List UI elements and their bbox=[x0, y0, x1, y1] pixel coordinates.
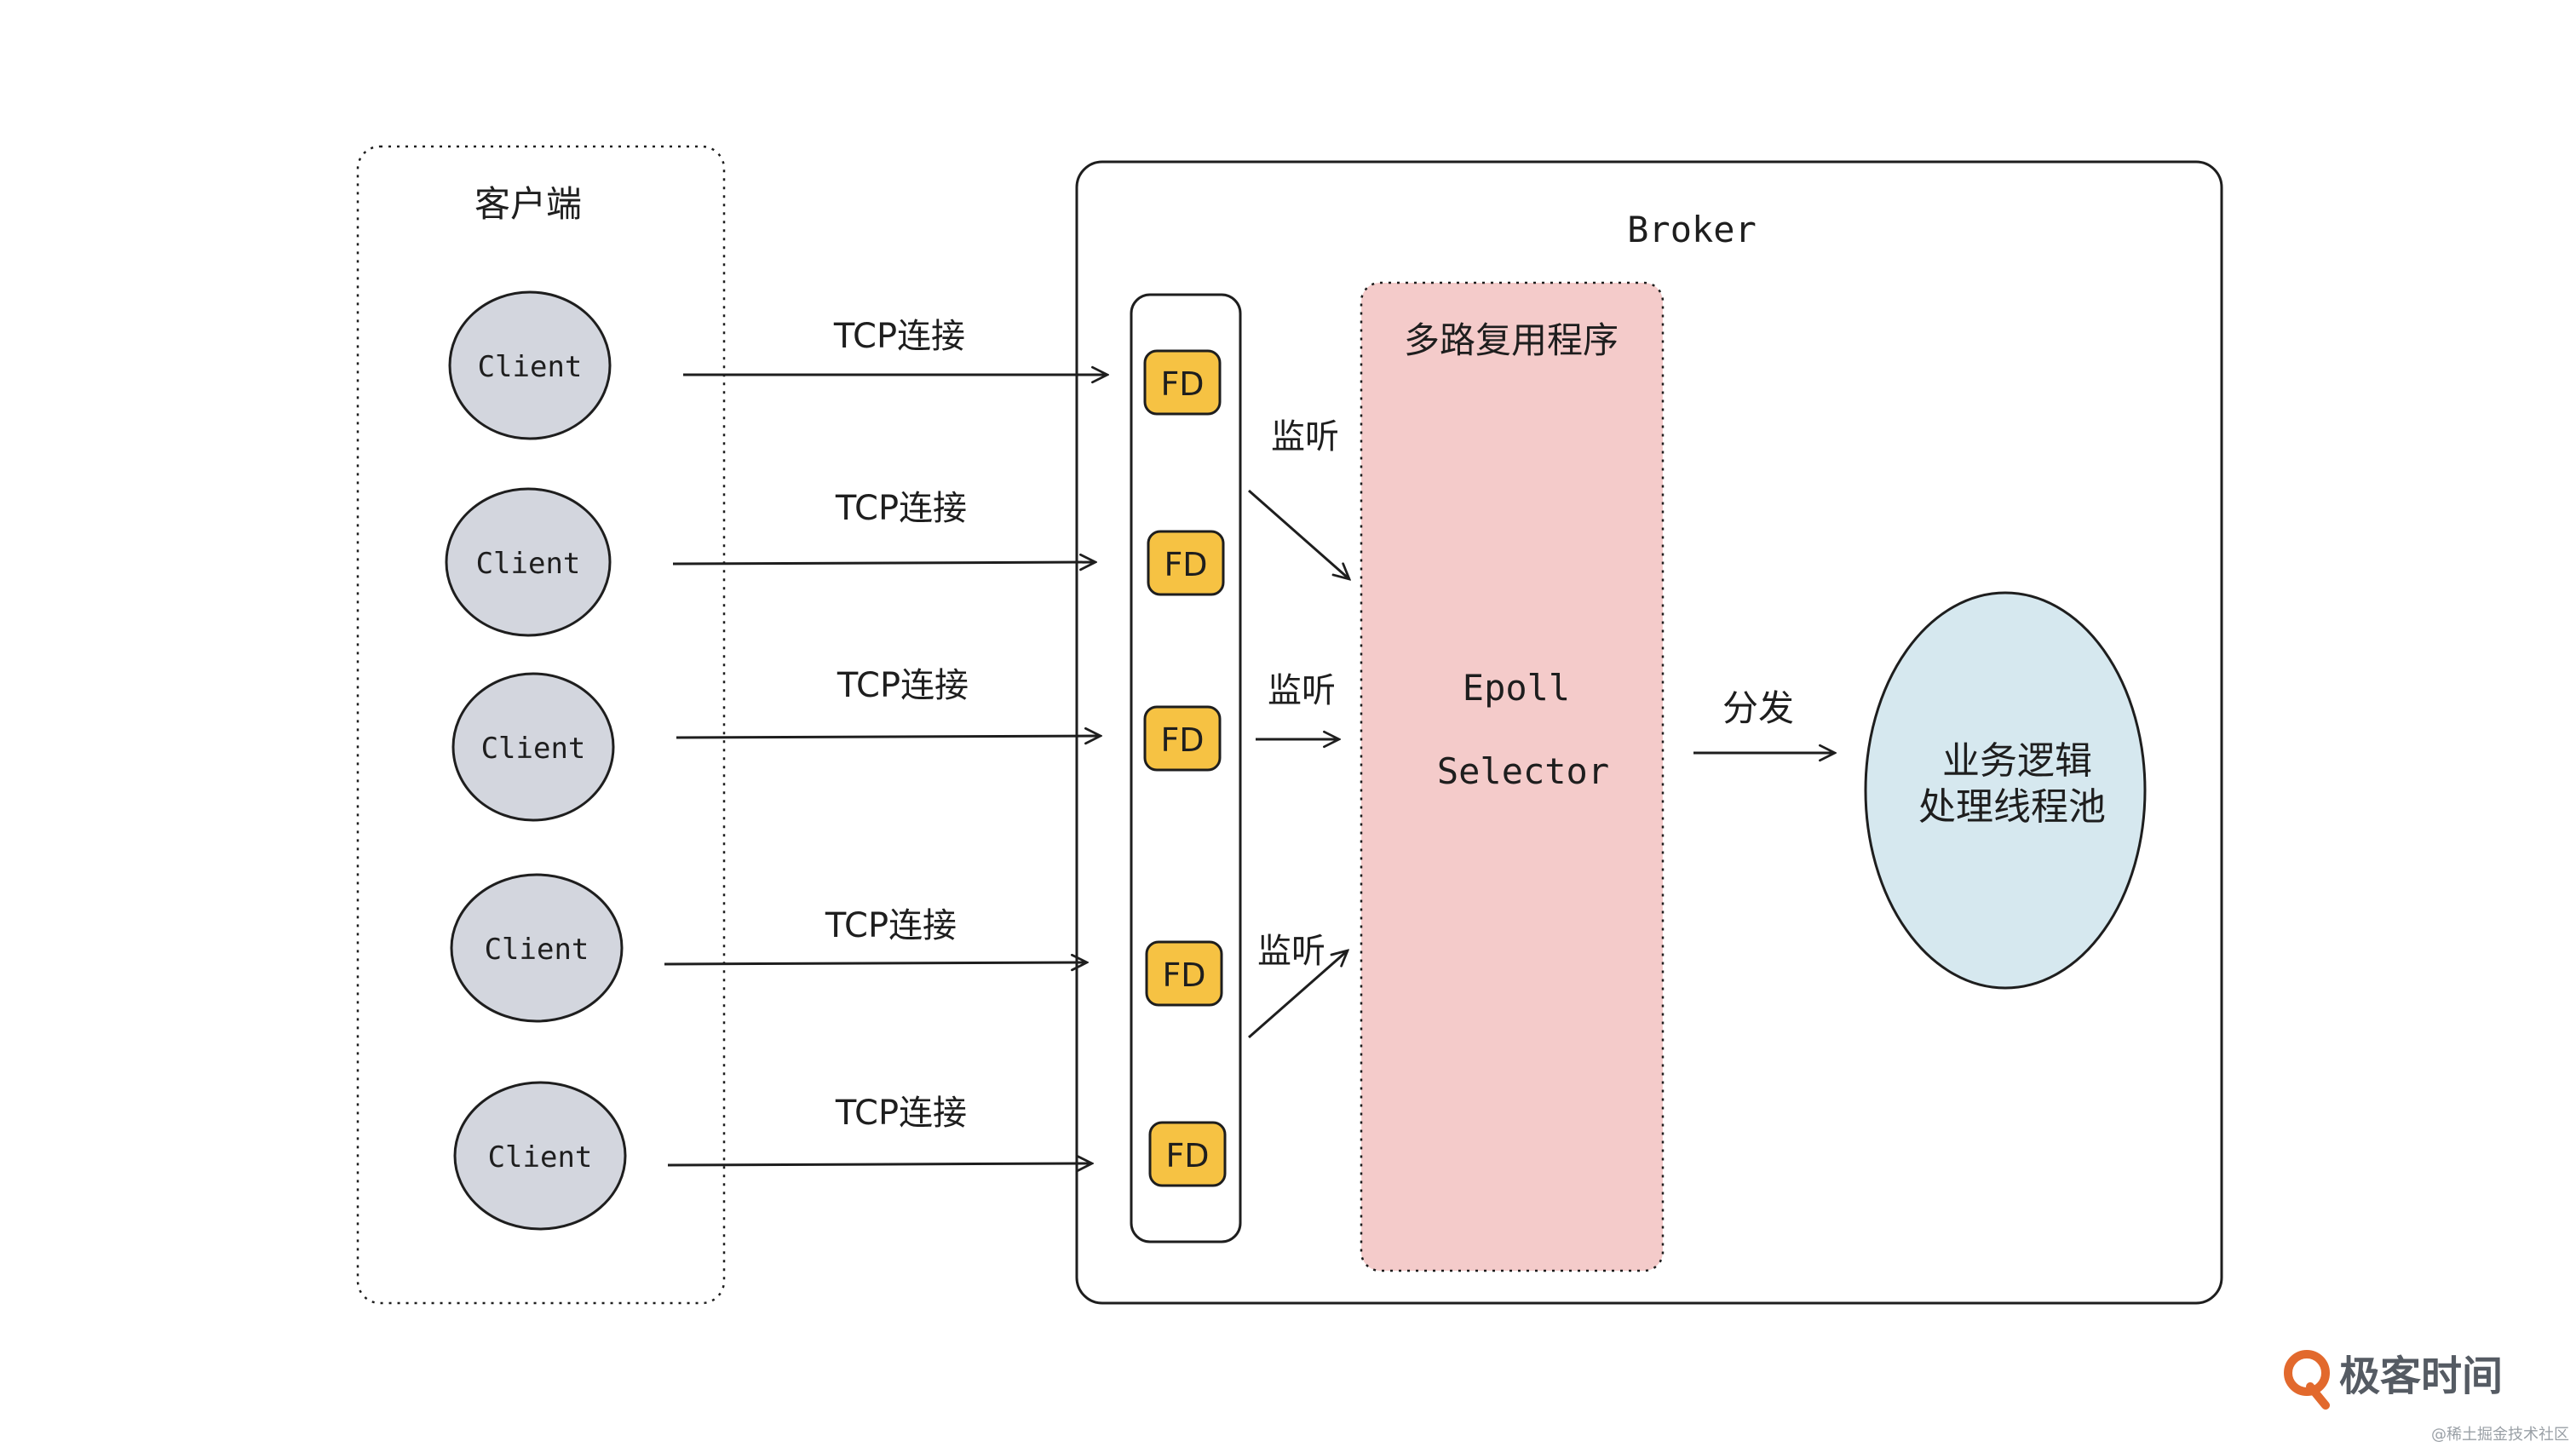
client-node-4: Client bbox=[450, 873, 624, 1023]
brand-name: 极客时间 bbox=[2339, 1352, 2503, 1400]
listen-label: 监听 bbox=[1257, 932, 1325, 971]
tcp-connection-label: TCP连接 bbox=[835, 1094, 967, 1133]
tcp-connection-arrow-3 bbox=[676, 736, 1101, 738]
listen-label: 监听 bbox=[1271, 417, 1339, 457]
client-label: Client bbox=[481, 732, 586, 766]
fd-box-5: FD bbox=[1148, 1121, 1227, 1187]
tcp-connection-arrow-2 bbox=[672, 562, 1095, 564]
fd-label: FD bbox=[1162, 956, 1205, 994]
client-group-frame bbox=[356, 145, 726, 1305]
fd-label: FD bbox=[1160, 365, 1204, 403]
client-label: Client bbox=[478, 350, 583, 384]
fd-box-2: FD bbox=[1147, 530, 1225, 596]
client-node-5: Client bbox=[453, 1081, 627, 1231]
client-node-1: Client bbox=[448, 290, 612, 440]
brand-logo-icon bbox=[2284, 1350, 2330, 1396]
worker-pool-line1: 业务逻辑 bbox=[1942, 739, 2092, 783]
client-node-2: Client bbox=[445, 487, 612, 637]
worker-pool-node: 业务逻辑 处理线程池 bbox=[1864, 591, 2147, 990]
dispatch-label: 分发 bbox=[1722, 687, 1794, 729]
tcp-connection-label: TCP连接 bbox=[825, 906, 957, 945]
fd-label: FD bbox=[1164, 546, 1207, 583]
tcp-connection-label: TCP连接 bbox=[835, 489, 967, 528]
client-label: Client bbox=[476, 547, 581, 581]
tcp-connection-label: TCP连接 bbox=[833, 317, 965, 356]
client-label: Client bbox=[485, 933, 589, 967]
tcp-connection-label: TCP连接 bbox=[837, 666, 969, 705]
listen-arrow-1 bbox=[1248, 489, 1349, 579]
credit-text: @稀土掘金技术社区 bbox=[2431, 1426, 2569, 1444]
tcp-connection-arrow-5 bbox=[667, 1163, 1092, 1165]
worker-pool-line2: 处理线程池 bbox=[1918, 785, 2106, 829]
multiplexer-panel bbox=[1360, 281, 1665, 1272]
listen-label: 监听 bbox=[1268, 671, 1336, 710]
client-label: Client bbox=[488, 1140, 593, 1174]
multiplexer-title: 多路复用程序 bbox=[1404, 319, 1619, 361]
brand-watermark: 极客时间 bbox=[2284, 1350, 2503, 1410]
fd-label: FD bbox=[1165, 1137, 1209, 1174]
broker-title: Broker bbox=[1627, 209, 1757, 250]
tcp-connection-arrow-4 bbox=[664, 962, 1087, 964]
fd-label: FD bbox=[1160, 721, 1204, 759]
multiplexer-line2: Selector bbox=[1437, 750, 1609, 792]
fd-box-3: FD bbox=[1143, 705, 1222, 772]
broker-frame bbox=[1075, 160, 2223, 1305]
client-group-label: 客户端 bbox=[474, 183, 582, 225]
listen-arrow-3 bbox=[1248, 950, 1348, 1039]
fd-box-1: FD bbox=[1143, 349, 1222, 416]
fd-box-4: FD bbox=[1145, 940, 1223, 1007]
client-node-3: Client bbox=[451, 672, 615, 822]
multiplexer-line1: Epoll bbox=[1463, 667, 1570, 709]
